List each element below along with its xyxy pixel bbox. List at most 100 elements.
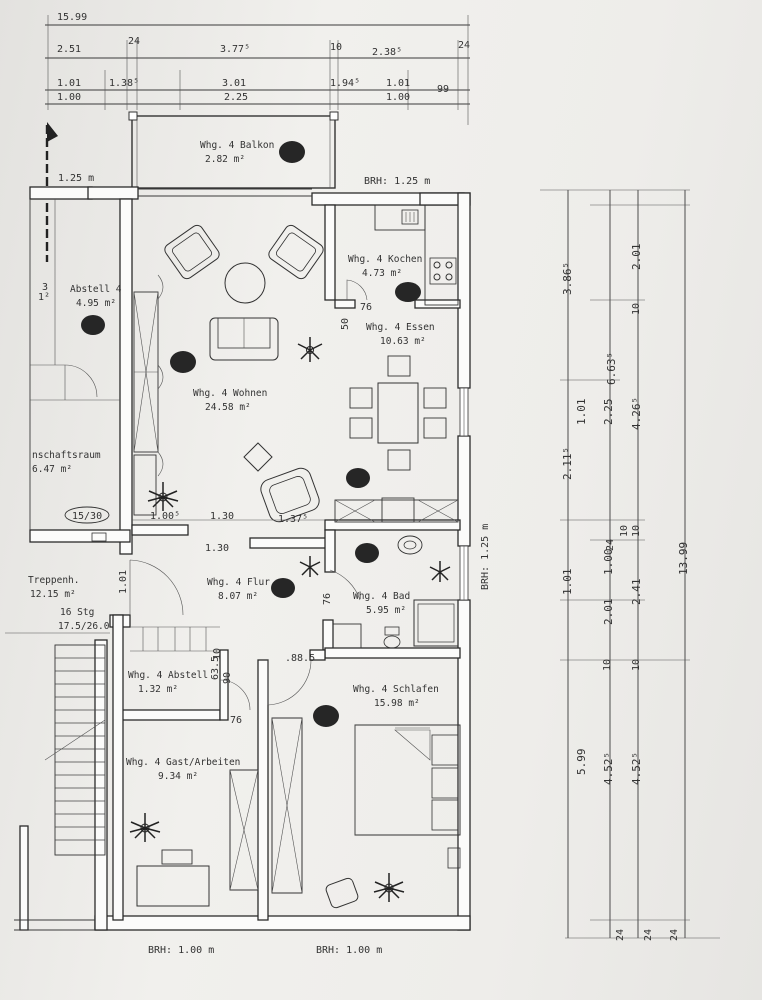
room-wirtschaftsraum: nschaftsraum 6.47 m² 15/30 <box>32 450 110 542</box>
dim-top-301: 3.01 <box>222 78 246 89</box>
right-dim-24d: 24 <box>669 929 680 941</box>
room-abstell: Whg. 4 Abstell 1.32 m² 10 63.5 90 76 <box>128 648 251 726</box>
gast-area: 9.34 m² <box>158 771 198 782</box>
right-dim-225: 2.25 <box>602 399 615 426</box>
dim-top-1945: 1.94⁵ <box>330 78 360 89</box>
room-schlafen: Whg. 4 Schlafen 15.98 m² BRH: 1.00 m <box>271 684 461 956</box>
treppenhaus-steps: 16 Stg <box>60 607 94 618</box>
room-flur: 1.01 Whg. 4 Flur 8.07 m² 76 .88.5 <box>118 556 361 706</box>
dim-15-30: 15/30 <box>72 511 102 522</box>
abstell-name: Whg. 4 Abstell <box>128 670 208 681</box>
dim-top-100b: 1.00 <box>386 92 410 103</box>
dim-top-24b: 24 <box>458 40 470 51</box>
dim-10: 10 <box>212 648 223 660</box>
dim-76c: 76 <box>230 715 242 726</box>
treppenhaus-area: 12.15 m² <box>30 589 76 600</box>
dim-1-00: 1.00⁵ <box>150 511 180 522</box>
right-dim-100: 1.00 <box>602 549 615 576</box>
plant-icon <box>429 561 451 582</box>
right-dim-101b: 1.01 <box>575 399 588 426</box>
flur-name: Whg. 4 Flur <box>207 577 270 588</box>
bad-area: 5.95 m² <box>366 605 406 616</box>
right-dim-24c: 24 <box>643 929 654 941</box>
dim-90: 90 <box>222 672 233 684</box>
essen-area: 10.63 m² <box>380 336 426 347</box>
dim-top-1385: 1.38⁵ <box>109 78 139 89</box>
right-dim-1399: 13.99 <box>677 542 690 575</box>
dim-1-01: 1.01 <box>118 570 129 594</box>
walls <box>14 186 471 931</box>
dim-1-37: 1.37⁵ <box>278 514 308 525</box>
right-dim-24b: 24 <box>615 929 626 941</box>
right-dim-599: 5.99 <box>575 749 588 776</box>
plant-icon <box>297 337 323 362</box>
right-dim-241: 2.41 <box>630 579 643 606</box>
top-dimension-chain: 15.99 2.51 24 3.77⁵ 10 2.38⁵ 24 1.01 1.3… <box>45 12 470 125</box>
flur-area: 8.07 m² <box>218 591 258 602</box>
abstell-outer-area: 4.95 m² <box>76 298 116 309</box>
dim-top-101a: 1.01 <box>57 78 81 89</box>
right-dim-201a: 2.01 <box>602 599 615 626</box>
right-dim-10b: 10 <box>619 525 630 537</box>
right-dim-201b: 2.01 <box>630 244 643 271</box>
room-gast: Whg. 4 Gast/Arbeiten 9.34 m² BRH: 1.00 m <box>126 757 259 956</box>
bad-name: Whg. 4 Bad <box>353 591 410 602</box>
right-dim-3865: 3.86⁵ <box>561 262 574 295</box>
right-dim-2115: 2.11⁵ <box>561 447 574 480</box>
room-abstell-outer: Abstell 4 4.95 m² 3 1² 1.25 m <box>30 173 122 401</box>
plant-icon <box>299 556 321 577</box>
dim-top-99: 99 <box>437 84 449 95</box>
dim-top-24a: 24 <box>128 36 140 47</box>
balkon-area: 2.82 m² <box>205 154 245 165</box>
room-wohnen: Whg. 4 Wohnen 24.58 m² 1.00⁵ 1.30 1.37⁵ … <box>132 224 325 554</box>
dim-top-100a: 1.00 <box>57 92 81 103</box>
right-dim-4525b: 4.52⁵ <box>630 752 643 785</box>
right-dim-10e: 10 <box>631 525 642 537</box>
dim-1-2: 1² <box>38 292 50 303</box>
wirtschaftsraum-name: nschaftsraum <box>32 450 101 461</box>
brh-bottom-right: BRH: 1.00 m <box>316 945 382 956</box>
dim-total-width: 15.99 <box>57 12 87 23</box>
balkon-name: Whg. 4 Balkon <box>200 140 274 151</box>
dim-88: .88.5 <box>285 653 315 664</box>
room-treppenhaus: Treppenh. 12.15 m² 16 Stg 17.5/26.0 <box>5 575 110 856</box>
abstell-area: 1.32 m² <box>138 684 178 695</box>
right-dimension-chains: 5.99 1.01 2.11⁵ 3.86⁵ 4.52⁵ 2.01 1.00 1.… <box>540 189 720 941</box>
abstell-outer-name: Abstell 4 <box>70 284 122 295</box>
room-essen: Whg. 4 Essen 10.63 m² <box>334 322 459 523</box>
dim-top-3775: 3.77⁵ <box>220 44 250 55</box>
right-dim-4525a: 4.52⁵ <box>602 752 615 785</box>
right-dim-10c: 10 <box>631 659 642 671</box>
wirtschaftsraum-area: 6.47 m² <box>32 464 72 475</box>
right-dim-101a: 1.01 <box>561 569 574 596</box>
dim-1-30b: 1.30 <box>205 543 229 554</box>
right-dim-6635: 6.63⁵ <box>605 352 618 385</box>
wohnen-name: Whg. 4 Wohnen <box>193 388 267 399</box>
kochen-area: 4.73 m² <box>362 268 402 279</box>
right-dim-24a: 24 <box>605 539 616 551</box>
treppenhaus-step-size: 17.5/26.0 <box>58 621 110 632</box>
schlafen-area: 15.98 m² <box>374 698 420 709</box>
room-bad: Whg. 4 Bad 5.95 m² BRH: 1.25 m <box>332 524 491 649</box>
right-dim-10d: 10 <box>631 303 642 315</box>
essen-name: Whg. 4 Essen <box>366 322 435 333</box>
brh-right: BRH: 1.25 m <box>480 524 491 590</box>
brh-top-right: BRH: 1.25 m <box>364 176 430 187</box>
gast-name: Whg. 4 Gast/Arbeiten <box>126 757 240 768</box>
dim-top-225: 2.25 <box>224 92 248 103</box>
dim-top-101b: 1.01 <box>386 78 410 89</box>
plant-icon <box>147 482 179 511</box>
treppenhaus-name: Treppenh. <box>28 575 79 586</box>
balcony: Whg. 4 Balkon 2.82 m² <box>128 111 339 189</box>
brh-top-left: 1.25 m <box>58 173 94 184</box>
dim-3: 3 <box>42 282 48 293</box>
brh-bottom-left: BRH: 1.00 m <box>148 945 214 956</box>
windows <box>459 387 469 601</box>
wohnen-area: 24.58 m² <box>205 402 251 413</box>
dim-76: 76 <box>360 302 372 313</box>
plant-icon <box>373 873 405 902</box>
dim-top-2385: 2.38⁵ <box>372 47 402 58</box>
dim-63: 63.5 <box>210 656 221 680</box>
